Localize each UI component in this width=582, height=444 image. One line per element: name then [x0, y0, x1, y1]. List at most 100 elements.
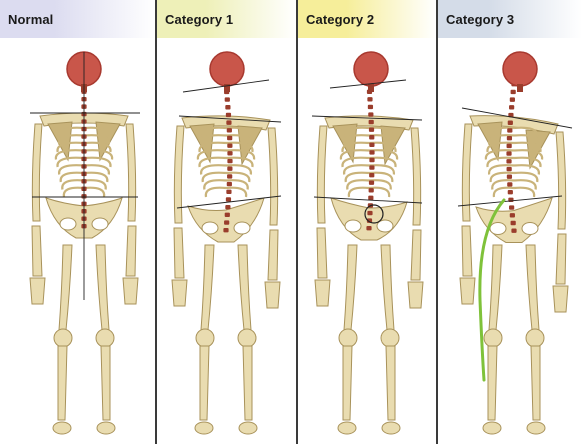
foot-right [527, 422, 545, 434]
vertebra [509, 105, 514, 109]
forearm-left [32, 226, 42, 276]
vertebra [367, 97, 372, 101]
vertebra [227, 128, 232, 132]
vertebra [507, 144, 512, 148]
humerus-right [126, 124, 136, 221]
tibia-right [386, 346, 395, 420]
foot-left [338, 422, 356, 434]
vertebra [368, 105, 373, 109]
knee-right [381, 329, 399, 347]
vertebra [507, 167, 512, 171]
tibia-left [343, 346, 352, 420]
foot-right [239, 422, 257, 434]
vertebra [511, 229, 516, 233]
skull [354, 52, 388, 86]
vertebra [510, 213, 515, 217]
tibia-left [200, 346, 209, 420]
hand-right [553, 286, 568, 312]
pelvis [188, 198, 264, 242]
obturator-left [60, 218, 76, 230]
vertebra [369, 127, 374, 131]
obturator-right [234, 222, 250, 234]
vertebra [227, 182, 232, 186]
vertebra [367, 211, 372, 215]
humerus-left [174, 126, 184, 223]
vertebra [369, 135, 374, 139]
vertebra [223, 228, 228, 232]
skeleton-category-1 [157, 0, 296, 444]
vertebra [510, 97, 515, 101]
panel-category-2: Category 2 [298, 0, 436, 444]
vertebra [368, 112, 373, 116]
humerus-right [268, 128, 278, 225]
skeleton [172, 52, 280, 434]
vertebra [507, 182, 512, 186]
obturator-left [490, 223, 506, 235]
vertebra [225, 205, 230, 209]
vertebra [508, 121, 513, 125]
vertebra [369, 165, 374, 169]
tibia-left [58, 346, 67, 420]
rib [84, 188, 104, 197]
vertebra [227, 151, 232, 155]
skull [503, 52, 537, 86]
knee-right [526, 329, 544, 347]
femur-right [526, 245, 539, 330]
forearm-right [268, 230, 278, 280]
obturator-left [345, 220, 361, 232]
knee-left [484, 329, 502, 347]
humerus-left [317, 126, 327, 223]
vertebra [226, 197, 231, 201]
knee-left [54, 329, 72, 347]
panel-category-3: Category 3 [438, 0, 582, 444]
knee-right [238, 329, 256, 347]
vertebra [506, 151, 511, 155]
skeleton [460, 52, 568, 434]
femur-right [96, 245, 109, 330]
humerus-right [411, 128, 421, 225]
obturator-right [522, 223, 538, 235]
foot-left [195, 422, 213, 434]
rib [514, 188, 534, 197]
knee-left [196, 329, 214, 347]
hand-left [460, 278, 475, 304]
rib [64, 188, 84, 197]
hand-left [30, 278, 45, 304]
vertebra [227, 167, 232, 171]
hand-right [265, 282, 280, 308]
vertebra [366, 226, 371, 230]
vertebra [509, 205, 514, 209]
foot-right [97, 422, 115, 434]
reference-line [314, 197, 422, 203]
knee-right [96, 329, 114, 347]
hand-left [315, 280, 330, 306]
vertebra [227, 143, 232, 147]
rib [349, 188, 369, 197]
humerus-right [556, 132, 566, 229]
forearm-left [174, 228, 184, 278]
vertebra [369, 181, 374, 185]
rib [206, 188, 226, 197]
vertebra [369, 173, 374, 177]
panel-category-1: Category 1 [157, 0, 296, 444]
skeleton-category-2 [298, 0, 436, 444]
skeleton-category-3 [438, 0, 582, 444]
humerus-left [462, 124, 472, 221]
forearm-right [126, 226, 136, 276]
vertebra [369, 143, 374, 147]
hand-right [123, 278, 138, 304]
foot-left [483, 422, 501, 434]
femur-left [201, 245, 214, 330]
femur-right [238, 245, 251, 330]
skeleton-normal [0, 0, 155, 444]
vertebra [506, 159, 511, 163]
vertebra [507, 136, 512, 140]
humerus-left [32, 124, 42, 221]
vertebra [369, 150, 374, 154]
vertebra [369, 120, 374, 124]
femur-left [489, 245, 502, 330]
foot-left [53, 422, 71, 434]
hand-right [408, 282, 423, 308]
femur-left [59, 245, 72, 330]
